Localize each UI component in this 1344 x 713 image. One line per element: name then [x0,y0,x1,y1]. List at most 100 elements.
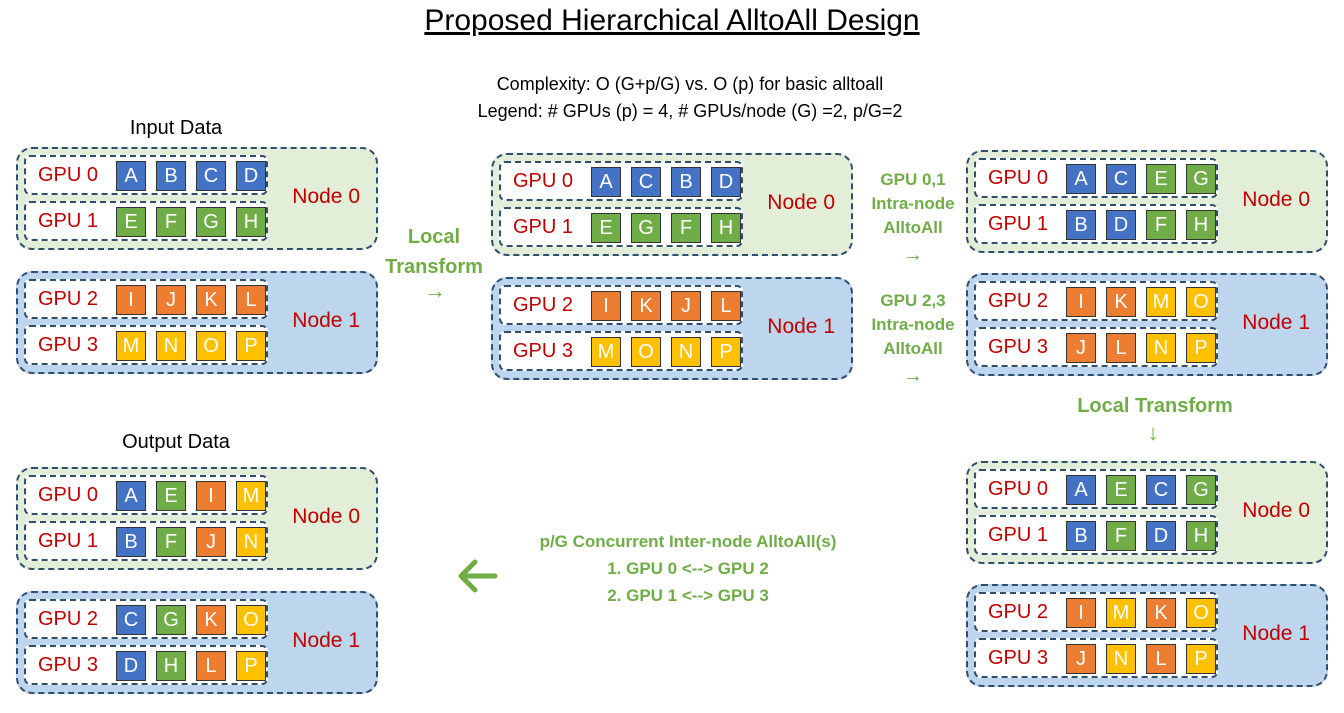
intra-node-step-gpu01: GPU 0,1 Intra-node AlltoAll [858,168,968,240]
right-arrow-icon: → [903,365,923,387]
step-line: AlltoAll [883,339,943,358]
node-label: Node 1 [1242,622,1310,645]
data-cell: M [1106,598,1136,628]
step-line: Local [407,226,461,248]
data-cell: H [236,207,266,237]
down-arrow-icon: ↓ [1147,420,1159,445]
gpu-label: GPU 1 [988,213,1049,235]
data-cell: O [1186,287,1216,317]
gpu-label: GPU 3 [38,654,99,676]
data-cell: G [156,605,186,635]
data-cell: F [1106,521,1136,551]
gpu-label: GPU 2 [513,294,574,316]
gpu-label: GPU 2 [988,601,1049,623]
node-label: Node 0 [292,505,360,528]
step-line: 2. GPU 1 <--> GPU 3 [607,586,769,605]
data-cell: P [711,337,741,367]
data-cell: K [1106,287,1136,317]
data-cell: L [1106,333,1136,363]
data-cell: C [196,161,226,191]
step-line: Intra-node [871,194,955,213]
data-cell: F [671,213,701,243]
data-cell: I [196,481,226,511]
node-label: Node 0 [292,185,360,208]
data-cell: F [156,207,186,237]
step-line: Intra-node [871,315,955,334]
node-label: Node 1 [292,309,360,332]
data-cell: H [156,651,186,681]
data-cell: E [591,213,621,243]
data-cell: B [156,161,186,191]
data-cell: E [156,481,186,511]
node-label: Node 1 [767,315,835,338]
gpu-label: GPU 0 [988,167,1049,189]
data-cell: G [1186,475,1216,505]
step-line: GPU 0,1 [880,170,946,189]
data-cell: C [116,605,146,635]
data-cell: O [631,337,661,367]
data-cell: K [1146,598,1176,628]
data-cell: D [116,651,146,681]
data-cell: F [1146,210,1176,240]
data-cell: I [116,285,146,315]
data-cell: A [1066,164,1096,194]
data-cell: F [156,527,186,557]
data-cell: K [196,605,226,635]
data-cell: L [1146,644,1176,674]
output-data-label: Output Data [122,431,230,453]
left-arrow-icon-svg [458,559,498,593]
data-cell: E [1106,475,1136,505]
data-cell: G [196,207,226,237]
complexity-text: Complexity: O (G+p/G) vs. O (p) for basi… [496,74,884,94]
data-cell: M [236,481,266,511]
data-cell: H [711,213,741,243]
step-line: p/G Concurrent Inter-node AlltoAll(s) [539,532,837,551]
gpu-label: GPU 0 [38,164,99,186]
inter-node-step: p/G Concurrent Inter-node AlltoAll(s) 1.… [488,528,888,609]
gpu-label: GPU 3 [988,647,1049,669]
data-cell: C [631,167,661,197]
data-cell: D [711,167,741,197]
data-cell: P [1186,644,1216,674]
intra-node-step-gpu23: GPU 2,3 Intra-node AlltoAll [858,289,968,361]
data-cell: G [1186,164,1216,194]
gpu-label: GPU 1 [38,210,99,232]
node-label: Node 1 [292,629,360,652]
data-cell: B [1066,210,1096,240]
data-cell: A [591,167,621,197]
gpu-label: GPU 0 [988,478,1049,500]
legend-text: Legend: # GPUs (p) = 4, # GPUs/node (G) … [477,101,903,121]
gpu-label: GPU 1 [988,524,1049,546]
data-cell: O [196,331,226,361]
gpu-label: GPU 1 [513,216,574,238]
data-cell: P [236,331,266,361]
data-cell: A [1066,475,1096,505]
data-cell: D [236,161,266,191]
data-cell: B [1066,521,1096,551]
right-arrow-icon: → [424,278,446,303]
data-cell: C [1106,164,1136,194]
step-line: GPU 2,3 [880,291,946,310]
node-label: Node 0 [767,191,835,214]
data-cell: N [1146,333,1176,363]
data-cell: L [236,285,266,315]
data-cell: N [156,331,186,361]
data-cell: J [671,291,701,321]
